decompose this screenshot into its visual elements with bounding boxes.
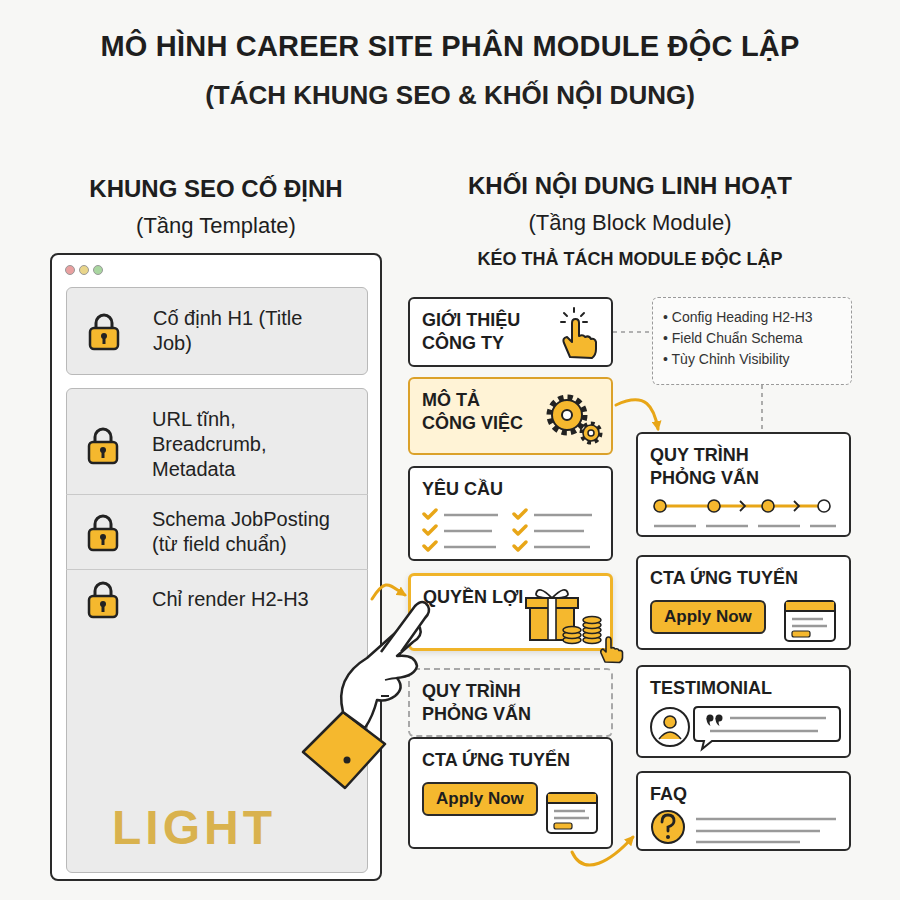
pointer-icon [596,634,624,664]
watermark: LIGHT [112,800,276,855]
node-text: QUY TRÌNH PHỎNG VẤN [650,444,790,489]
browser-card-icon [783,599,837,643]
config-note: • Config Heading H2-H3• Field Chuẩn Sche… [652,297,852,385]
faq-icon [650,807,845,847]
apply-button: Apply Now [422,782,538,816]
testimonial-icon [648,703,843,753]
node-text: CTA ỨNG TUYỂN [650,567,841,590]
testimonial-icon [648,703,843,753]
timeline-icon [652,498,838,534]
browser-card-icon [545,791,599,835]
window-dots [62,263,122,277]
pointer-icon [553,307,601,359]
panel-subheading: (Tầng Template) [52,213,380,239]
node-text: TESTIMONIAL [650,677,841,700]
arrow-connector [572,837,633,865]
lock-icon [86,425,120,465]
checklist-icon [422,508,602,558]
lock-icon [86,512,120,552]
module-block: QUY TRÌNH PHỎNG VẤN [636,432,851,537]
diagram-title: MÔ HÌNH CAREER SITE PHÂN MODULE ĐỘC LẬP [0,30,900,63]
node-text: URL tĩnh, Breadcrumb, Metadata [152,407,282,482]
panel-heading: KHUNG SEO CỐ ĐỊNH [52,175,380,203]
module-slot: QUY TRÌNH PHỎNG VẤN [408,668,613,737]
gear-icon [541,389,605,447]
locked-field: Schema JobPosting (từ field chuẩn) [66,495,368,570]
lock-icon [87,311,121,351]
window-dots [62,263,122,277]
timeline-icon [652,498,838,534]
pointer-icon [553,307,601,359]
text-column: Cố định H1 (Title Job) [153,306,303,356]
arrow-connector [616,400,658,429]
module-block: GIỚI THIỆU CÔNG TY [408,297,613,367]
lock-icon [86,512,120,552]
locked-field: Cố định H1 (Title Job) [66,287,368,375]
arrow-connector [372,585,405,599]
lock-icon [86,425,120,465]
column-note: KÉO THẢ TÁCH MODULE ĐỘC LẬP [410,249,850,270]
subtitle: (TÁCH KHUNG SEO & KHỐI NỘI DUNG) [0,80,900,111]
gear-icon [541,389,605,447]
text-column: Chỉ render H2-H3 [152,587,358,612]
module-block: MÔ TẢ CÔNG VIỆC [408,377,613,455]
gift-icon [522,584,604,646]
column-heading: KHỐI NỘI DUNG LINH HOẠT [410,172,850,200]
pointer-icon [596,634,624,664]
node-text: Cố định H1 (Title Job) [153,306,303,356]
gift-icon [522,584,604,646]
node-text: CTA ỨNG TUYỂN [422,749,603,772]
browser-card-icon [545,791,599,835]
text-column: URL tĩnh, Breadcrumb, Metadata [152,407,282,482]
node-text: QUYỀN LỢI [423,586,533,609]
column-subheading: (Tầng Block Module) [410,210,850,236]
node-text: GIỚI THIỆU CÔNG TY [422,309,552,354]
lock-icon [86,579,120,619]
locked-field: URL tĩnh, Breadcrumb, Metadata [66,395,368,495]
node-text: QUY TRÌNH PHỎNG VẤN [422,680,562,725]
node-text: Schema JobPosting (từ field chuẩn) [152,507,358,557]
bullet-item: • Field Chuẩn Schema [663,328,841,349]
module-block: CTA ỨNG TUYỂN Apply Now [408,737,613,849]
browser-card-icon [783,599,837,643]
node-text: YÊU CẦU [422,478,592,501]
node-text: Chỉ render H2-H3 [152,587,358,612]
dashed-connector [613,331,652,333]
locked-field: Chỉ render H2-H3 [66,573,368,625]
text-column: Schema JobPosting (từ field chuẩn) [152,507,358,557]
module-block: CTA ỨNG TUYỂN Apply Now [636,555,851,650]
template-window: KHUNG SEO CỐ ĐỊNH(Tầng Template)Cố định … [50,253,382,881]
faq-icon [650,807,845,847]
lock-icon [86,579,120,619]
dashed-connector [761,385,763,432]
module-block: QUYỀN LỢI [408,573,613,651]
module-block: YÊU CẦU [408,466,613,561]
module-block: TESTIMONIAL [636,665,851,758]
node-text: MÔ TẢ CÔNG VIỆC [422,389,534,434]
lock-icon [87,311,121,351]
apply-button: Apply Now [650,600,766,634]
node-text: FAQ [650,783,841,806]
bullet-item: • Tùy Chỉnh Visibility [663,349,841,370]
module-block: FAQ [636,771,851,851]
checklist-icon [422,508,602,558]
bullet-item: • Config Heading H2-H3 [663,307,841,328]
